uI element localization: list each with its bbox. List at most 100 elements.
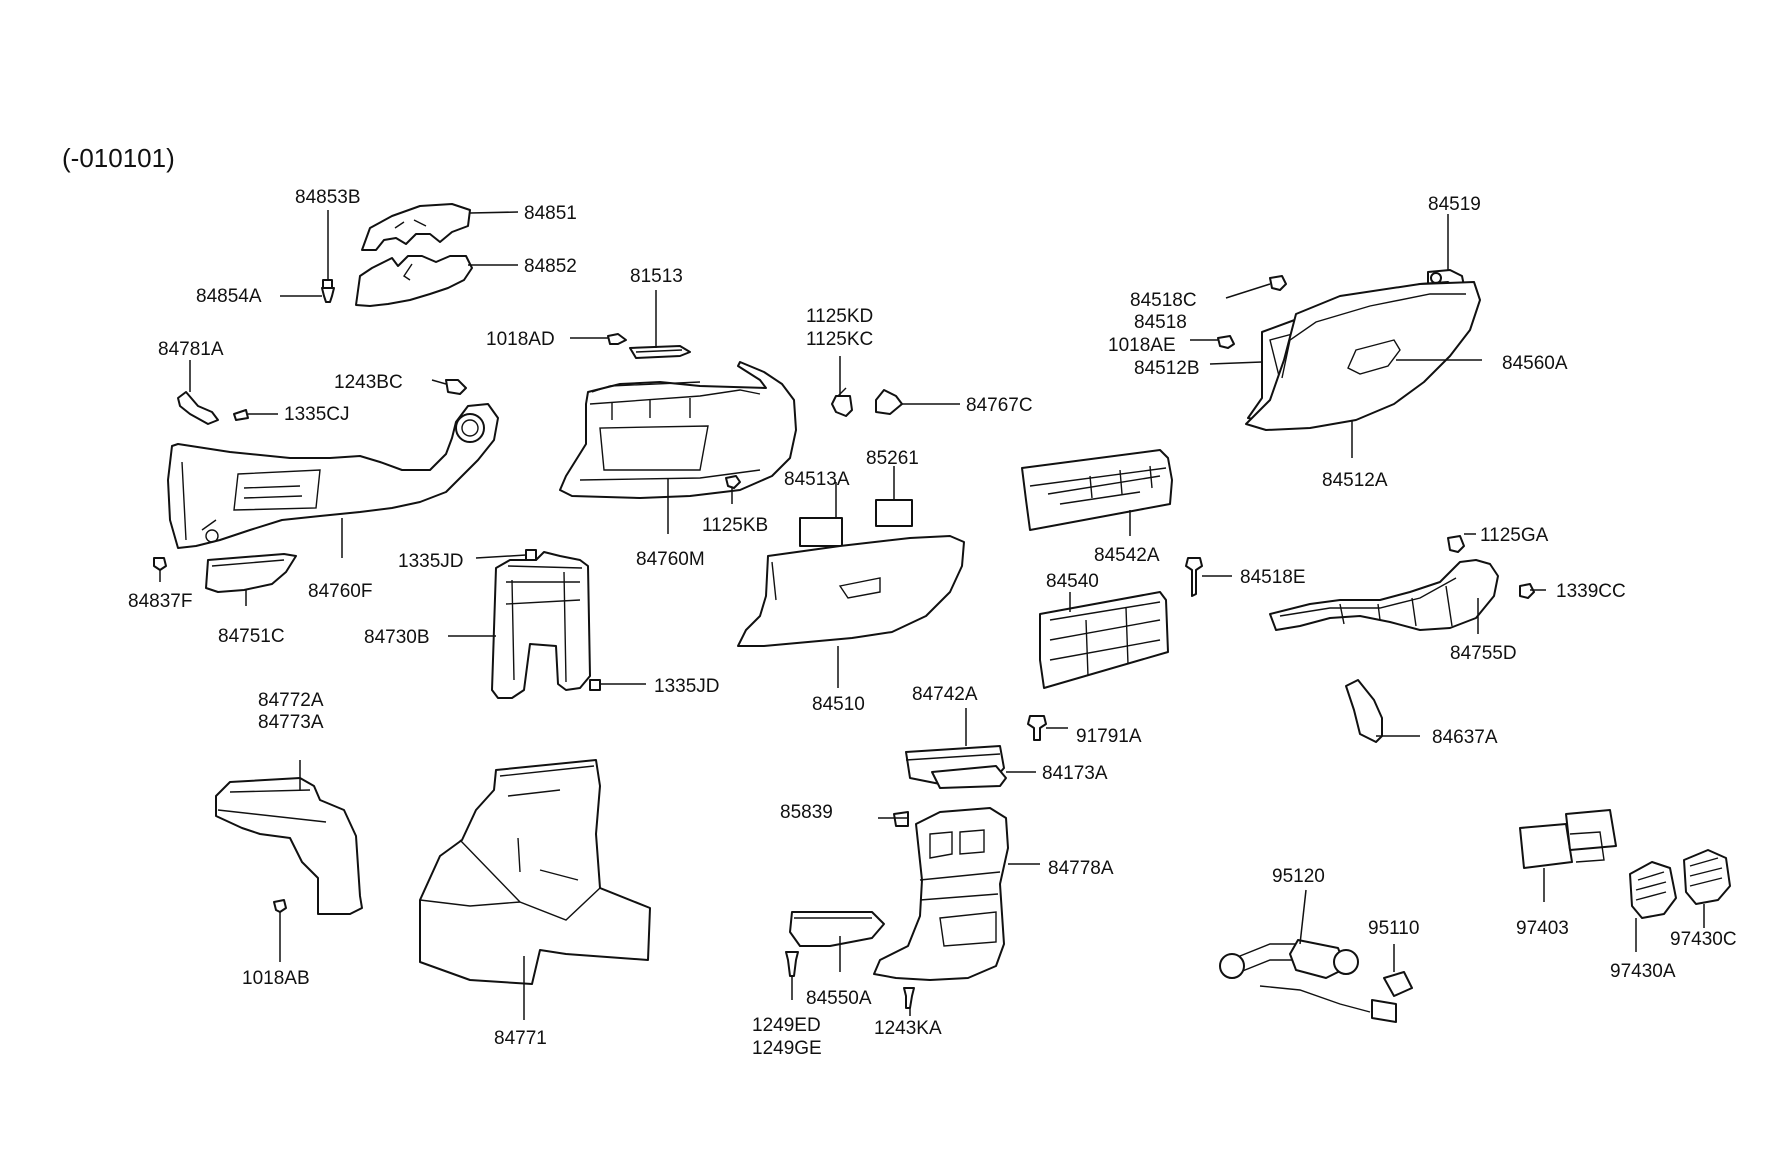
part-84852-lower-column-cover [355, 255, 473, 307]
label-84781A: 84781A [158, 339, 224, 360]
label-84512B: 84512B [1134, 358, 1200, 379]
label-84751C: 84751C [218, 626, 285, 647]
label-84852: 84852 [524, 256, 577, 277]
label-84730B: 84730B [364, 627, 430, 648]
label-84542A: 84542A [1094, 545, 1160, 566]
part-84637A-bracket [1345, 679, 1383, 743]
part-1249ED-screw [785, 951, 799, 977]
part-1243KA-screw [903, 987, 915, 1009]
label-1243BC: 1243BC [334, 372, 403, 393]
part-84540-bracket [1039, 591, 1169, 689]
part-84510-glove-box-door [737, 535, 965, 647]
part-84781A-bracket [177, 391, 219, 425]
part-84837F-clip [153, 557, 167, 571]
label-84778A: 84778A [1048, 858, 1114, 879]
label-1335JD-lower: 1335JD [654, 676, 720, 697]
label-84518C: 84518C [1130, 290, 1197, 311]
label-84518: 84518 [1134, 312, 1187, 333]
label-84513A: 84513A [784, 469, 850, 490]
part-84550A-tray [789, 911, 885, 947]
part-84767C-clip [875, 389, 903, 415]
label-95120: 95120 [1272, 866, 1325, 887]
label-1125KB: 1125KB [702, 515, 768, 536]
label-1125GA: 1125GA [1480, 525, 1549, 546]
label-84173A: 84173A [1042, 763, 1108, 784]
part-84512A-glove-box [1245, 281, 1481, 431]
part-84751C-tray [205, 553, 297, 593]
label-84519: 84519 [1428, 194, 1481, 215]
part-84518E-bolt [1185, 557, 1203, 597]
label-1249ED: 1249ED [752, 1015, 821, 1036]
part-95110-bulb [1383, 971, 1413, 997]
label-91791A: 91791A [1076, 726, 1142, 747]
part-84730B-bracket [491, 551, 591, 699]
part-97430C-vent [1683, 849, 1731, 905]
part-97430A-vent [1629, 861, 1677, 919]
label-84772A: 84772A [258, 690, 324, 711]
label-1243KA: 1243KA [874, 1018, 942, 1039]
label-84742A: 84742A [912, 684, 978, 705]
part-1018AD-screw [607, 333, 627, 345]
label-85839: 85839 [780, 802, 833, 823]
part-84778A-center-fascia [873, 807, 1009, 981]
part-1335CJ-clip [233, 409, 249, 421]
label-84540: 84540 [1046, 571, 1099, 592]
part-1125KB-screw [725, 475, 741, 489]
part-84173A-frame [931, 765, 1007, 789]
part-1339CC-nut [1519, 583, 1535, 599]
label-1339CC: 1339CC [1556, 581, 1626, 602]
label-84854A: 84854A [196, 286, 262, 307]
part-1335JD-nut-upper [525, 549, 537, 561]
label-84755D: 84755D [1450, 643, 1517, 664]
diagram-title: (-010101) [62, 143, 175, 173]
part-97403-switch [1519, 809, 1617, 869]
part-85839-clip [893, 811, 909, 827]
label-81513: 81513 [630, 266, 683, 287]
part-84853B-clip [322, 279, 333, 289]
label-84851: 84851 [524, 203, 577, 224]
label-1335JD-upper: 1335JD [398, 551, 464, 572]
label-84837F: 84837F [128, 591, 192, 612]
part-84542A-bracket [1021, 449, 1173, 531]
part-91791A-bolt [1027, 715, 1047, 741]
label-1018AB: 1018AB [242, 968, 310, 989]
label-84518E: 84518E [1240, 567, 1306, 588]
label-84767C: 84767C [966, 395, 1033, 416]
label-84760F: 84760F [308, 581, 372, 602]
label-84510: 84510 [812, 694, 865, 715]
label-97403: 97403 [1516, 918, 1569, 939]
label-1125KD: 1125KD [806, 306, 873, 327]
label-84560A: 84560A [1502, 353, 1568, 374]
label-84637A: 84637A [1432, 727, 1498, 748]
part-1018AE-screw [1217, 335, 1235, 349]
part-95120-cigar-lighter [1219, 939, 1397, 1023]
label-97430C: 97430C [1670, 929, 1737, 950]
part-84513A-label [799, 517, 843, 547]
label-84550A: 84550A [806, 988, 872, 1009]
part-1125KD-bolt [831, 387, 853, 417]
part-1018AB-screw [273, 899, 287, 913]
label-1125KC: 1125KC [806, 329, 873, 350]
label-84760M: 84760M [636, 549, 705, 570]
part-84854A-screw [321, 287, 335, 303]
label-97430A: 97430A [1610, 961, 1676, 982]
label-1018AE: 1018AE [1108, 335, 1176, 356]
part-84851-upper-column-cover [361, 203, 471, 251]
part-84760M-glove-box-housing [559, 361, 797, 499]
part-1125GA-bolt [1447, 535, 1465, 553]
label-84773A: 84773A [258, 712, 324, 733]
part-85261-label [875, 499, 913, 527]
label-85261: 85261 [866, 448, 919, 469]
label-1335CJ: 1335CJ [284, 404, 350, 425]
part-84755D-duct [1269, 559, 1499, 631]
part-1243BC-screw [445, 379, 467, 395]
part-81513-latch [629, 345, 691, 359]
leader-lines [159, 210, 1705, 1020]
part-1335JD-nut-lower [589, 679, 601, 691]
label-1249GE: 1249GE [752, 1038, 822, 1059]
label-84853B: 84853B [295, 187, 361, 208]
part-labels: 84853B 84851 84852 84854A 84781A 1243BC … [128, 187, 1737, 1059]
label-84771: 84771 [494, 1028, 547, 1049]
